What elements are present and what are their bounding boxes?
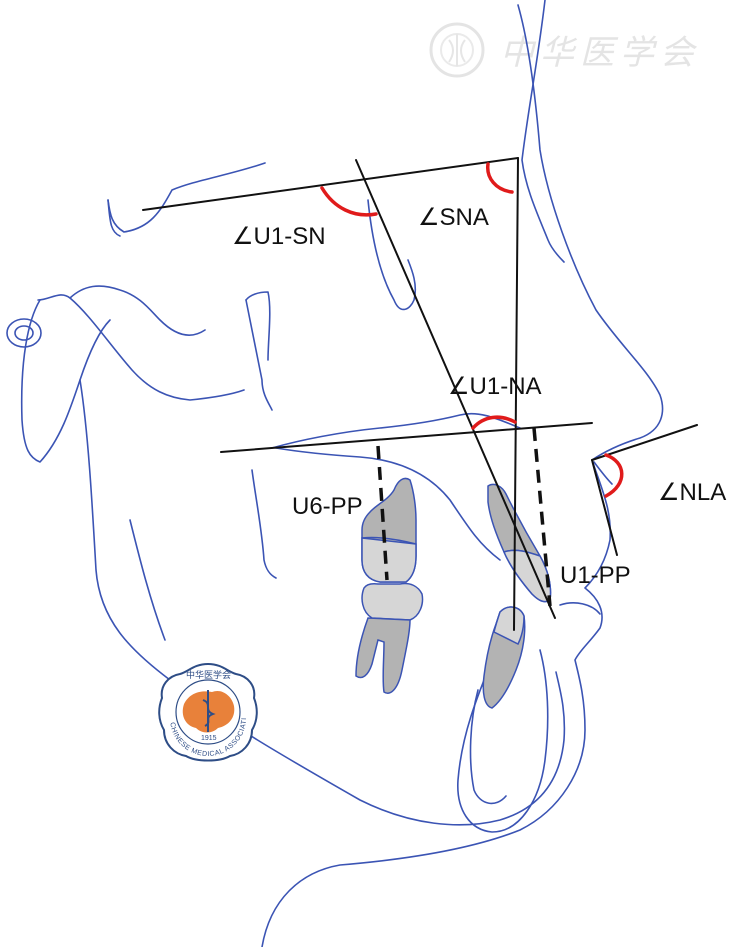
u1-sn-arc bbox=[320, 186, 378, 217]
porion-outline bbox=[6, 318, 42, 348]
label-u1-pp: U1-PP bbox=[560, 562, 631, 589]
na-line bbox=[513, 157, 519, 631]
frontal-bone-outline bbox=[521, 0, 565, 263]
watermark: 中华医学会 bbox=[429, 22, 700, 78]
seal-chinese: 中华医学会 bbox=[186, 669, 231, 681]
label-sna: ∠SNA bbox=[418, 204, 489, 231]
mandible-outline bbox=[79, 379, 566, 826]
upper-molar-band bbox=[361, 537, 417, 583]
label-u1-sn: ∠U1-SN bbox=[232, 223, 326, 250]
watermark-emblem bbox=[429, 22, 485, 78]
nasal-soft-tissue bbox=[593, 461, 613, 485]
lower-molar-root bbox=[355, 617, 411, 694]
lower-incisor-crown bbox=[493, 606, 525, 646]
maxilla-outline bbox=[271, 412, 521, 449]
soft-tissue-profile bbox=[261, 4, 664, 947]
u1-pp-dashed-line bbox=[532, 427, 552, 607]
pharynx-outline bbox=[129, 519, 166, 641]
nla-arc bbox=[604, 453, 624, 498]
label-u1-na: ∠U1-NA bbox=[448, 373, 542, 400]
cma-seal: 中华医学会 CHINESE MEDICAL ASSOCIATION 1915 bbox=[158, 662, 258, 762]
nasolabial-lower-line bbox=[591, 459, 618, 556]
lip-outline bbox=[559, 602, 601, 615]
watermark-text: 中华医学会 bbox=[500, 33, 700, 73]
palatal-outline bbox=[275, 447, 501, 561]
u6-pp-dashed-line bbox=[376, 445, 389, 581]
seal-staff bbox=[202, 690, 216, 732]
nasolabial-upper-line bbox=[591, 424, 698, 461]
tracing-outlines bbox=[6, 0, 664, 947]
lower-molar-crown bbox=[361, 582, 424, 621]
label-nla: ∠NLA bbox=[658, 479, 726, 506]
key-ridge bbox=[245, 299, 273, 411]
dashed-perpendiculars bbox=[376, 427, 552, 607]
labels: ∠U1-SN ∠SNA ∠U1-NA ∠NLA U6-PP U1-PP bbox=[232, 204, 726, 589]
palatal-plane bbox=[220, 422, 593, 453]
u1-na-arc bbox=[471, 415, 517, 430]
symphysis-outline bbox=[457, 639, 549, 833]
sn-line bbox=[142, 157, 519, 211]
teeth bbox=[355, 477, 552, 709]
cranial-base-outline bbox=[107, 162, 266, 233]
u1-long-axis bbox=[355, 159, 556, 619]
mastoid-outline bbox=[37, 294, 245, 401]
label-u6-pp: U6-PP bbox=[292, 493, 363, 520]
sna-arc bbox=[486, 162, 514, 194]
orbit-outline bbox=[367, 199, 417, 311]
reference-lines bbox=[142, 157, 698, 631]
seal-year: 1915 bbox=[201, 735, 217, 742]
ramus-outline bbox=[251, 469, 277, 579]
angle-arcs bbox=[320, 162, 624, 498]
